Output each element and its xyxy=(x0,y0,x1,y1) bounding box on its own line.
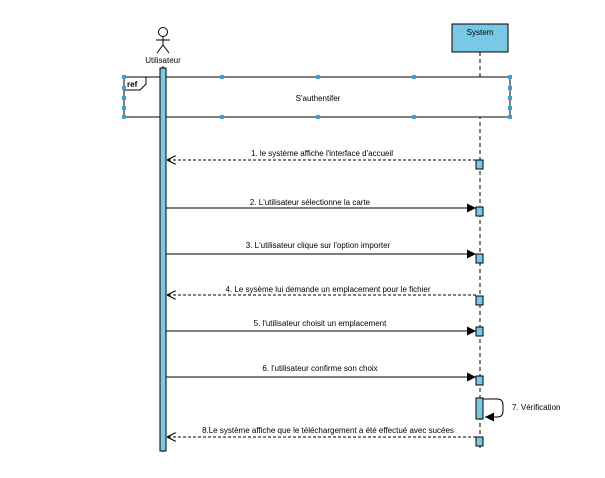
message-5-label: 5. l'utilisateur choisit un emplacement xyxy=(254,319,387,328)
system-box[interactable] xyxy=(451,23,509,53)
message-7-label: 7. Vérification xyxy=(512,403,560,412)
ref-fragment[interactable]: ref S'authentifer xyxy=(122,75,512,119)
message-8-label: 8.Le système affiche que le téléchargeme… xyxy=(202,426,454,435)
message-1-label: 1. le système affiche l'interface d'accu… xyxy=(251,149,393,158)
message-4-label: 4. Le sysème lui demande un emplacement … xyxy=(226,285,431,294)
fragment-handles xyxy=(122,75,512,119)
actor-activation xyxy=(159,67,167,452)
message-3-label: 3. L'utilisateur clique sur l'option imp… xyxy=(246,241,391,250)
system-label: System xyxy=(467,28,494,37)
message-7-arrow xyxy=(483,398,504,422)
message-6-label: 6. l'utilisateur confirme son choix xyxy=(262,364,377,373)
message-2-label: 2. L'utilisateur sélectionne la carte xyxy=(250,198,371,207)
actor-label: Utilisateur xyxy=(145,56,181,65)
ref-tag: ref xyxy=(127,80,138,89)
actor-figure xyxy=(156,27,170,54)
system-activations xyxy=(475,159,484,447)
ref-label: S'authentifer xyxy=(296,94,341,103)
